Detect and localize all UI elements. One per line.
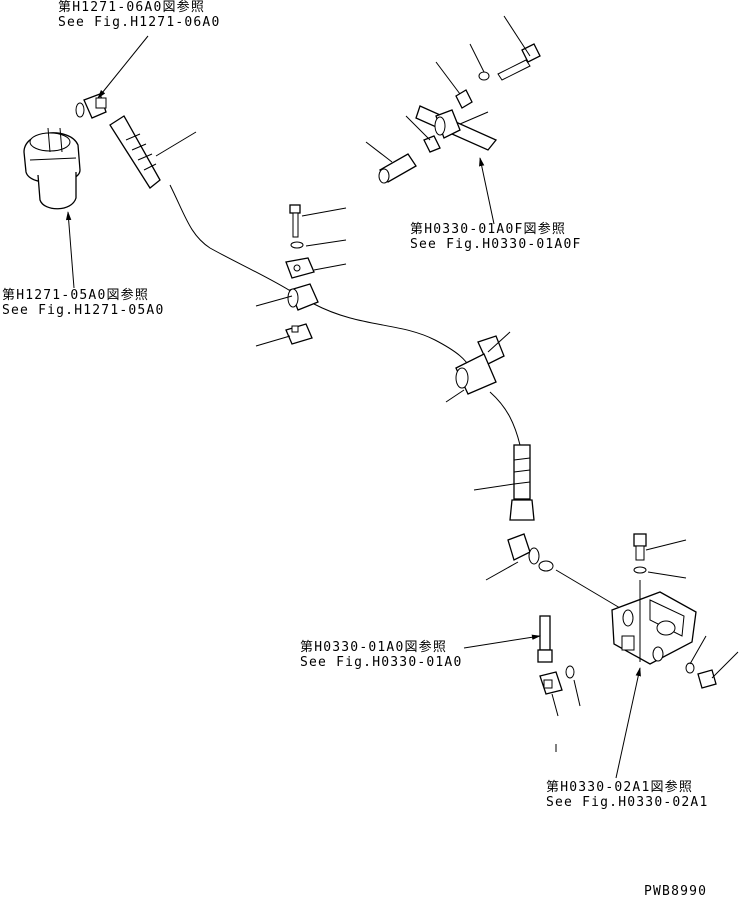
- hose-clamp: [287, 283, 319, 311]
- callout-ja: 第H0330-01A0図参照: [300, 640, 448, 655]
- callout-en: See Fig.H0330-01A0: [300, 655, 463, 670]
- callout-h0330-02a1: 第H0330-02A1図参照 See Fig.H0330-02A1: [546, 780, 708, 810]
- hose-line: [169, 184, 293, 293]
- callout-h1271-05a0: 第H1271-05A0図参照 See Fig.H1271-05A0: [2, 288, 164, 318]
- callout-h1271-06a0: 第H1271-06A0図参照 See Fig.H1271-06A0: [58, 0, 220, 30]
- drawing-code: PWB8990: [644, 884, 708, 899]
- callout-ja: 第H0330-02A1図参照: [546, 780, 694, 795]
- leader-lines: [155, 15, 739, 717]
- plug-ring: [685, 662, 695, 674]
- clamp-lower: [285, 323, 313, 345]
- clamp-block-upper-right: [415, 105, 498, 153]
- fuel-filter: [23, 127, 81, 210]
- valve-block: [555, 569, 697, 665]
- hose-end-top: [109, 115, 161, 189]
- callout-ja: 第H1271-06A0図参照: [58, 0, 206, 15]
- plug: [697, 669, 717, 689]
- callout-en: See Fig.H1271-05A0: [2, 303, 165, 318]
- reference-arrows: [65, 35, 641, 779]
- callout-en: See Fig.H0330-01A0F: [410, 237, 582, 252]
- coupling-middle: [455, 335, 505, 395]
- elbow-small: [539, 671, 563, 695]
- callout-en: See Fig.H0330-02A1: [546, 795, 709, 810]
- elbow-fitting-top: [75, 93, 107, 119]
- hose-line-3: [489, 391, 521, 446]
- callout-en: See Fig.H1271-06A0: [58, 15, 221, 30]
- callout-ja: 第H1271-05A0図参照: [2, 288, 150, 303]
- o-ring: [538, 560, 554, 572]
- bolt-upper-right: [455, 43, 541, 109]
- elbow-fitting-lower: [507, 533, 540, 565]
- spacer-upper-right: [378, 153, 417, 184]
- callout-h0330-01a0f: 第H0330-01A0F図参照 See Fig.H0330-01A0F: [410, 222, 582, 252]
- hose-line-2: [313, 303, 471, 369]
- bolt-clamp: [285, 204, 315, 279]
- callout-ja: 第H0330-01A0F図参照: [410, 222, 567, 237]
- hose-end-vertical: [509, 444, 535, 521]
- bolt-valve: [633, 533, 647, 574]
- sensor: [537, 615, 553, 663]
- callout-h0330-01a0: 第H0330-01A0図参照 See Fig.H0330-01A0: [300, 640, 462, 670]
- seal-lower: [565, 665, 575, 679]
